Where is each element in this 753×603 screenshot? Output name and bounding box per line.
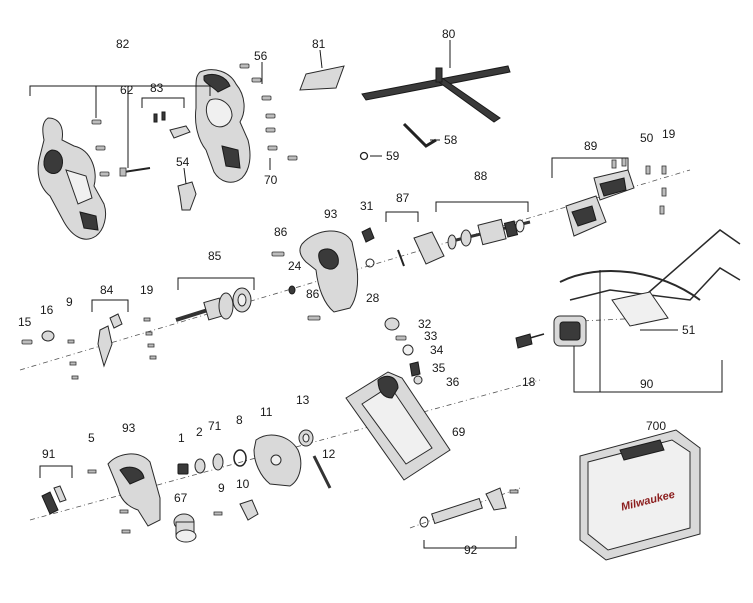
lower-screws	[87, 469, 223, 534]
label-15: 15	[18, 315, 32, 329]
label-36: 36	[446, 375, 460, 389]
label-5: 5	[88, 431, 95, 445]
label-70: 70	[264, 173, 278, 187]
part-12-shaft	[312, 455, 332, 489]
label-33: 33	[424, 329, 438, 343]
part-88-armature	[447, 218, 531, 250]
part-83-latch	[153, 111, 191, 139]
label-83: 83	[150, 81, 164, 95]
label-11: 11	[260, 405, 273, 419]
part-86-screws	[271, 251, 321, 321]
part-62-pin	[119, 167, 151, 177]
label-51: 51	[682, 323, 696, 337]
label-54: 54	[176, 155, 190, 169]
label-31: 31	[360, 199, 374, 213]
part-80-rip-fence	[361, 65, 511, 123]
label-10: 10	[236, 477, 250, 491]
part-31-clip	[361, 227, 375, 243]
label-81: 81	[312, 37, 326, 51]
label-82: 82	[116, 37, 130, 51]
label-13: 13	[296, 393, 310, 407]
part-93-lower-guard	[107, 453, 161, 527]
part-15-screw	[21, 339, 33, 345]
label-87: 87	[396, 191, 410, 205]
parts-32-36	[384, 317, 423, 385]
label-18: 18	[522, 375, 536, 389]
label-92: 92	[464, 543, 478, 557]
part-93-upper-guard	[299, 230, 375, 313]
callout-brackets	[29, 40, 723, 549]
label-19-mid: 19	[140, 283, 154, 297]
label-8: 8	[236, 413, 243, 427]
label-35: 35	[432, 361, 446, 375]
label-24: 24	[288, 259, 302, 273]
label-9-mid: 9	[66, 295, 73, 309]
housing-left-half	[37, 117, 107, 240]
part-85-spindle	[175, 285, 296, 322]
housing-right-half	[195, 69, 251, 183]
part-69-base-plate	[345, 371, 451, 481]
label-2: 2	[196, 425, 203, 439]
label-62: 62	[120, 83, 134, 97]
label-84: 84	[100, 283, 114, 297]
part-10-knob	[239, 499, 259, 521]
label-28: 28	[366, 291, 380, 305]
part-13-bushing	[298, 429, 314, 447]
label-85: 85	[208, 249, 222, 263]
label-16: 16	[40, 303, 54, 317]
label-71: 71	[208, 419, 222, 433]
label-93-top: 93	[324, 207, 338, 221]
part-84-lever	[97, 313, 123, 368]
part-89-electronics	[565, 157, 667, 237]
part-700-carrying-case: Milwaukee	[579, 429, 701, 561]
part-87-gear	[397, 231, 445, 267]
label-89: 89	[584, 139, 598, 153]
housing-screws	[91, 63, 298, 177]
part-54-lever	[177, 181, 197, 211]
label-80: 80	[442, 27, 456, 41]
small-screws-left	[67, 317, 157, 380]
label-32: 32	[418, 317, 432, 331]
part-67-sleeve	[173, 513, 197, 543]
part-16-bushing	[41, 330, 55, 342]
part-58-hex-key	[402, 122, 437, 148]
label-700: 700	[646, 419, 666, 433]
label-88: 88	[474, 169, 488, 183]
label-86-top: 86	[274, 225, 288, 239]
part-motor-stator	[553, 315, 587, 347]
label-19-top: 19	[662, 127, 676, 141]
part-92-handle-kit	[419, 487, 519, 528]
label-90: 90	[640, 377, 654, 391]
label-58: 58	[444, 133, 458, 147]
part-90-battery-bracket	[559, 229, 741, 327]
label-93-bottom: 93	[122, 421, 136, 435]
label-56: 56	[254, 49, 268, 63]
part-91-brush	[41, 485, 67, 515]
label-9-bottom: 9	[218, 481, 225, 495]
label-12: 12	[322, 447, 336, 461]
label-34: 34	[430, 343, 444, 357]
part-59-washer	[359, 151, 369, 161]
part-18-connector	[515, 333, 545, 349]
label-59: 59	[386, 149, 400, 163]
label-91: 91	[42, 447, 56, 461]
parts-1-2-71-8-washers	[177, 449, 247, 475]
label-50: 50	[640, 131, 654, 145]
part-81-label-plate	[299, 65, 345, 91]
part-labels: 82 81 80 56 62 83 58 59 89 50 19 54 70 8…	[18, 27, 696, 557]
label-69: 69	[452, 425, 466, 439]
label-67: 67	[174, 491, 188, 505]
label-1: 1	[178, 431, 185, 445]
part-11-blade-guard	[253, 434, 302, 487]
label-86-mid: 86	[306, 287, 320, 301]
